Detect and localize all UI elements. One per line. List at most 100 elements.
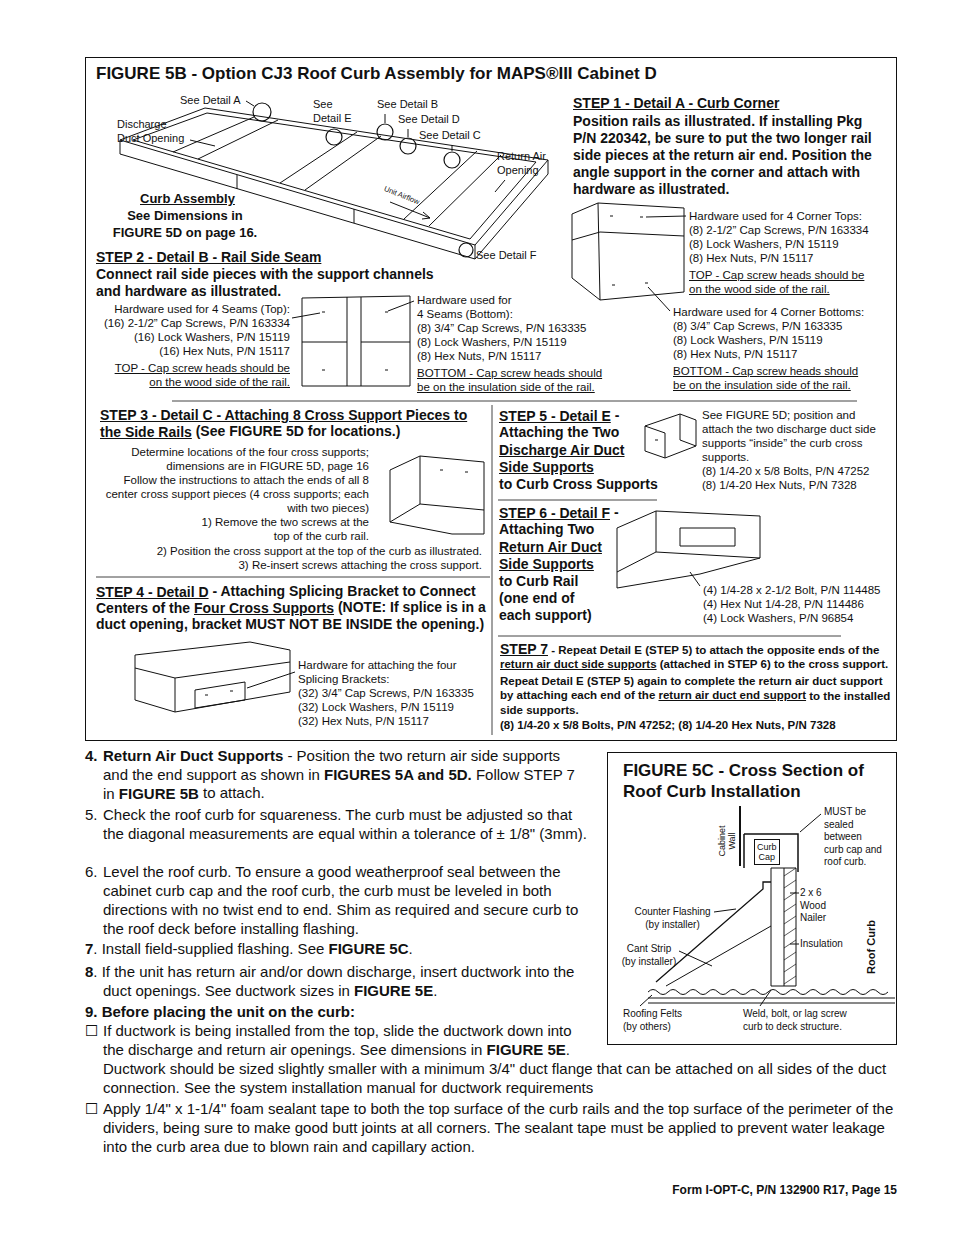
callout-label: Cant Strip (by installer) xyxy=(620,943,678,968)
item-number: ☐ xyxy=(85,1099,98,1118)
instruction-text: Determine locations of the four cross su… xyxy=(104,445,369,473)
counter-flashing xyxy=(656,882,771,982)
callout-label: Weld, bolt, or lag screw curb to deck st… xyxy=(743,1008,868,1033)
hardware-note: (8) 3/4” Cap Screws, P/N 163335 xyxy=(417,321,586,335)
hardware-note: See FIGURE 5D; position and attach the t… xyxy=(702,408,884,464)
step-heading: STEP 4 - Detail D xyxy=(96,584,209,601)
hardware-note: (8) Hex Nuts, P/N 15117 xyxy=(417,349,541,363)
instruction-text: Return Air Duct Supports xyxy=(103,746,283,765)
step-heading: STEP 1 - Detail A - Curb Corner xyxy=(573,95,779,112)
hardware-note: Hardware used for 4 Seams (Bottom): xyxy=(417,293,517,321)
instruction-text: (attached in STEP 6) to the cross suppor… xyxy=(500,657,895,671)
hardware-note: Hardware used for 4 Seams (Top): xyxy=(80,302,290,316)
hardware-note: Hardware used for 4 Corner Tops: xyxy=(689,209,862,223)
instruction-text: 2) Position the cross support at the top… xyxy=(100,544,482,558)
instruction-text: See Dimensions in FIGURE 5D on page 16. xyxy=(104,207,266,241)
hardware-note: (8) Hex Nuts, P/N 15117 xyxy=(673,347,797,361)
instruction-text: FIGURE 5E xyxy=(103,981,590,1000)
instruction-text: . xyxy=(103,1040,590,1059)
curb-cap-box: Curb Cap xyxy=(754,839,780,865)
airflow-arrow xyxy=(390,202,430,219)
hardware-note: (8) Lock Washers, P/N 15119 xyxy=(689,237,839,251)
hardware-note: (8) 3/4” Cap Screws, P/N 163335 xyxy=(673,319,842,333)
instruction-text: Follow the instructions to attach the en… xyxy=(96,473,369,515)
roof-curb-wall xyxy=(771,868,796,986)
hardware-note: (32) 3/4” Cap Screws, P/N 163335 xyxy=(298,686,474,700)
item-number: 5. xyxy=(85,805,98,824)
hardware-note: BOTTOM - Cap screw heads should be on th… xyxy=(673,364,871,392)
instruction-text: return air duct side supports xyxy=(500,657,657,671)
detail-b-seam xyxy=(292,296,414,386)
step-heading: (NOTE: If splice is in a duct opening, b… xyxy=(96,599,492,633)
step-heading: to Curb Rail (one end of each support) xyxy=(499,573,599,624)
instruction-text: FIGURE 5E xyxy=(103,1040,590,1059)
wood-nailer-hatch xyxy=(784,868,796,984)
item-number: 7 xyxy=(85,939,93,958)
callout-label: Unit Airflow xyxy=(383,184,421,206)
hardware-note: BOTTOM - Cap screw heads should be on th… xyxy=(417,366,615,394)
callout-label: See Detail C xyxy=(419,129,481,142)
hardware-note: (16) Lock Washers, P/N 15119 xyxy=(80,330,290,344)
hardware-note: TOP - Cap screw heads should be on the w… xyxy=(689,268,874,296)
instruction-text: FIGURE 5B xyxy=(103,784,583,803)
line-art xyxy=(96,101,895,1006)
step-heading: STEP 2 - Detail B - Rail Side Seam xyxy=(96,249,321,266)
step-heading: - Attaching Two xyxy=(499,504,629,538)
callout-label: Insulation xyxy=(800,938,843,951)
hardware-note: TOP - Cap screw heads should be on the w… xyxy=(105,361,290,389)
hardware-note: (8) Hex Nuts, P/N 15117 xyxy=(689,251,813,265)
hardware-note: (16) Hex Nuts, P/N 15117 xyxy=(80,344,290,358)
cant-strip xyxy=(666,926,771,986)
instruction-text: Check the roof curb for squareness. The … xyxy=(103,805,590,843)
step-heading: STEP 6 - Detail F xyxy=(499,505,610,522)
curb-cap-profile xyxy=(744,834,798,872)
callout-label: See Detail B xyxy=(377,98,438,111)
callout-label: Counter Flashing (by installer) xyxy=(630,906,715,931)
hardware-note: (32) Hex Nuts, P/N 15117 xyxy=(298,714,429,728)
instruction-text: . Install field-supplied flashing. See xyxy=(93,939,324,958)
detail-c-cross-support xyxy=(390,456,484,534)
cabinet-wall xyxy=(739,806,741,866)
hardware-note: (8) 1/4-20 x 5/8 Bolts, P/N 47252; (8) 1… xyxy=(500,718,836,732)
figure-title: FIGURE 5C - Cross Section of Roof Curb I… xyxy=(623,760,881,802)
step-heading: to Curb Cross Supports xyxy=(499,476,658,493)
callout-label: See Detail D xyxy=(398,113,460,126)
instruction-text: FIGURE 5C xyxy=(328,939,408,958)
callout-label: See Detail A xyxy=(180,94,241,107)
step-heading: Curb Assembly xyxy=(140,191,235,207)
roof-deck xyxy=(648,998,895,1003)
instruction-text: Ductwork should be sized slightly smalle… xyxy=(103,1059,893,1097)
callout-label: Roofing Felts (by others) xyxy=(623,1008,697,1033)
instruction-text: Position rails as illustrated. If instal… xyxy=(573,113,881,198)
callout-label: Return Air Opening xyxy=(497,149,557,177)
step-heading: STEP 7 xyxy=(500,641,548,658)
hardware-note: (8) Lock Washers, P/N 15119 xyxy=(417,335,567,349)
hardware-note: (8) 1/4-20 x 5/8 Bolts, P/N 47252 xyxy=(702,464,869,478)
callout-label: Roof Curb xyxy=(864,920,878,974)
instruction-text: Apply 1/4" x 1-1/4" foam sealant tape to… xyxy=(103,1099,900,1156)
instruction-text: Level the roof curb. To ensure a good we… xyxy=(103,862,590,938)
figure-title: FIGURE 5B - Option CJ3 Roof Curb Assembl… xyxy=(96,63,886,84)
instruction-text: 9. Before placing the unit on the curb: xyxy=(85,1002,355,1021)
hardware-note: (4) 1/4-28 x 2-1/2 Bolt, P/N 114485 xyxy=(703,583,881,597)
instruction-text: Connect rail side pieces with the suppor… xyxy=(96,266,444,300)
callout-label: Cabinet Wall xyxy=(717,821,737,861)
figure-frame: FIGURE 5C - Cross Section of Roof Curb I… xyxy=(607,752,897,1045)
footer-text: Form I-OPT-C, P/N 132900 R17, Page 15 xyxy=(597,1183,897,1198)
step-heading: - Attaching the Two xyxy=(499,407,649,441)
step-heading: STEP 5 - Detail E xyxy=(499,408,611,425)
item-number: 4. xyxy=(85,746,98,765)
hardware-note: (8) 2-1/2” Cap Screws, P/N 163334 xyxy=(689,223,869,237)
callout-label: MUST be sealed between curb cap and roof… xyxy=(824,806,883,869)
callout-label: See Detail E xyxy=(313,97,355,125)
item-number: 8 xyxy=(85,962,93,981)
instruction-text: 3) Re-insert screws attaching the cross … xyxy=(200,558,482,572)
step-heading: Discharge Air Duct Side Supports xyxy=(499,442,634,476)
detail-circles xyxy=(253,103,473,257)
hardware-note: (16) 2-1/2” Cap Screws, P/N 163334 xyxy=(80,316,290,330)
callout-label: Discharge Duct Opening xyxy=(117,117,189,145)
detail-d-splice xyxy=(135,642,295,712)
instruction-text: to attach. xyxy=(103,783,583,802)
step-heading: Return Air Duct Side Supports xyxy=(499,539,614,573)
